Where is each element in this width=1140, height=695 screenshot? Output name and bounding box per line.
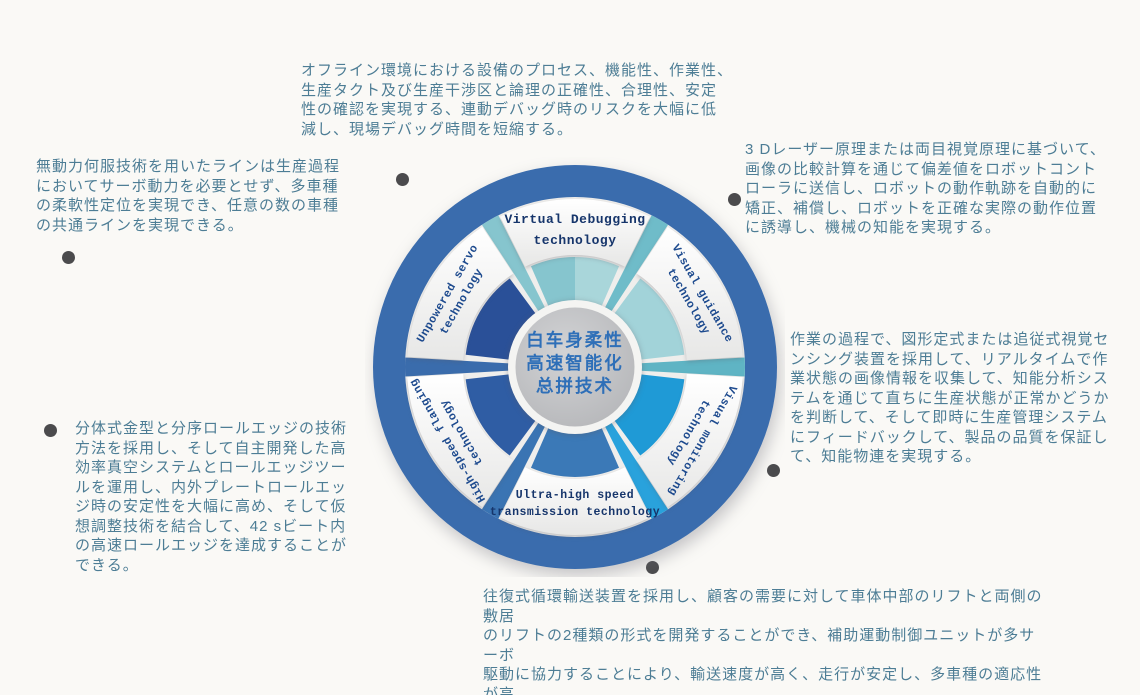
bullet-dot bbox=[396, 173, 409, 186]
wheel-segment-high-speed-flanging bbox=[407, 373, 514, 508]
wheel-wedge-unpowered-servo bbox=[465, 278, 538, 360]
wheel-spoke bbox=[405, 357, 512, 377]
wheel-segment-virtual-debugging bbox=[500, 198, 650, 267]
bullet-dot bbox=[44, 424, 57, 437]
bullet-dot bbox=[646, 561, 659, 574]
wheel-segment-unpowered-servo bbox=[407, 226, 514, 361]
wheel-hub-title: 总拼技术 bbox=[536, 376, 614, 396]
annotation-unpowered-servo: 無動力何服技術を用いたラインは生産過程 においてサーボ動力を必要とせず、多車種 … bbox=[36, 158, 341, 234]
wheel-hub-title: 白车身柔性 bbox=[526, 330, 624, 350]
wheel-label-virtual-debugging: Virtual Debugging bbox=[504, 212, 645, 227]
annotation-high-speed-flanging: 分体式金型と分序ロールエッジの技術 方法を採用し、そして自主開発した高 効率真空… bbox=[75, 420, 348, 574]
wheel-spoke bbox=[481, 215, 547, 314]
wheel-spoke bbox=[603, 420, 669, 519]
annotation-virtual-debugging: オフライン環境における設備のプロセス、機能性、作業性、 生産タクト及び生産干渉区… bbox=[301, 62, 734, 138]
annotation-visual-monitoring: 作業の過程で、図形定式または追従式視覚セ ンシング装置を採用して、リアルタイムで… bbox=[790, 331, 1110, 465]
annotation-ultra-high-speed-transmission: 往復式循環輸送装置を採用し、顧客の需要に対して車体中部のリフトと両側の敷居 のリ… bbox=[483, 588, 1043, 695]
bullet-dot bbox=[767, 464, 780, 477]
wheel-segment-visual-monitoring bbox=[636, 373, 743, 508]
wheel-hub-disc bbox=[515, 307, 635, 427]
wheel-hub-title: 高速智能化 bbox=[526, 353, 624, 373]
annotation-visual-guidance: 3 Dレーザー原理または両目視覚原理に基づいて、 画像の比較計算を通じて偏差値を… bbox=[745, 141, 1106, 236]
wheel-spoke bbox=[603, 215, 669, 314]
bullet-dot bbox=[728, 193, 741, 206]
bullet-dot bbox=[62, 251, 75, 264]
wheel-wedge-high-speed-flanging bbox=[465, 374, 538, 456]
wheel-wedge-visual-monitoring bbox=[612, 374, 685, 456]
wheel-wedge-ultra-high-speed-transmission bbox=[530, 425, 620, 478]
wheel-label-ultra-high-speed-transmission: Ultra-high speed bbox=[516, 489, 634, 502]
wheel-wedge-visual-guidance bbox=[612, 278, 685, 360]
wheel-segment-ultra-high-speed-transmission bbox=[500, 467, 650, 536]
wheel-wedge-virtual-debugging bbox=[575, 257, 620, 309]
wheel-label-ultra-high-speed-transmission: transmission technology bbox=[490, 506, 660, 519]
wheel-spoke bbox=[481, 420, 547, 519]
wheel-segment-visual-guidance bbox=[636, 226, 743, 361]
wheel-spoke bbox=[638, 357, 745, 377]
wheel-wedge-virtual-debugging bbox=[530, 257, 575, 309]
wheel-label-virtual-debugging: technology bbox=[533, 233, 616, 248]
